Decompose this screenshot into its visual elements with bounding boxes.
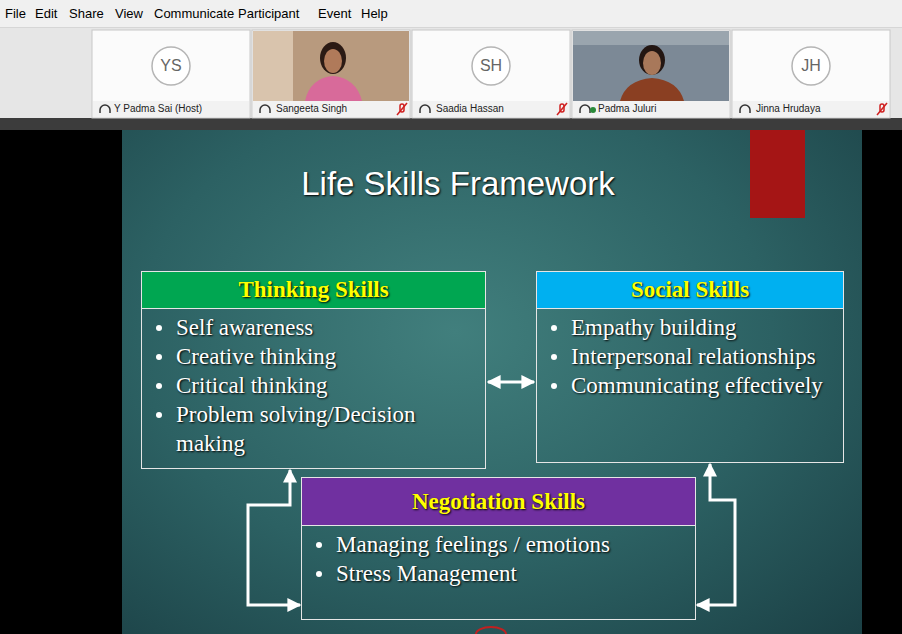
box-header: Negotiation Skills (302, 478, 695, 526)
person-hair (639, 45, 665, 75)
bullet-item: Managing feelings / emotions (310, 530, 685, 559)
participant-tiles (92, 30, 890, 118)
video-wall (253, 31, 293, 101)
box-header: Thinking Skills (142, 272, 485, 309)
menu-item: Event (318, 6, 351, 21)
headphone-icon (100, 105, 110, 113)
menu-item: File (5, 6, 26, 21)
headphone-icon (740, 105, 750, 113)
name-row (93, 101, 249, 117)
bullet-item: Problem solving/Decision making (150, 400, 475, 458)
slide-title: Life Skills Framework (238, 165, 678, 203)
toolbar-band (0, 118, 902, 130)
participant-name: Y Padma Sai (Host) (114, 103, 202, 114)
box-header: Social Skills (537, 272, 843, 309)
person-face (324, 49, 342, 73)
connector-arrow (697, 464, 735, 605)
bullet-item: Interpersonal relationships (545, 342, 833, 371)
bullet-item: Communicating effectively (545, 371, 833, 400)
box-body: Empathy buildingInterpersonal relationsh… (537, 309, 843, 408)
participant-name: Jinna Hrudaya (756, 103, 820, 114)
bullet-item: Stress Management (310, 559, 685, 588)
skill-box: Social SkillsEmpathy buildingInterperson… (536, 271, 844, 463)
menu-item: Help (361, 6, 388, 21)
bullet-item: Empathy building (545, 313, 833, 342)
video-wall (573, 31, 729, 45)
speaking-icon (590, 107, 596, 113)
tile (92, 30, 250, 118)
avatar-circle (472, 47, 510, 85)
muted-mic-icon (397, 103, 887, 115)
avatar-initials: SH (471, 57, 511, 75)
avatar-initials: JH (791, 57, 831, 75)
person-body (620, 78, 684, 101)
connector-arrow (248, 470, 300, 605)
person-body (305, 76, 362, 101)
bullet-item: Critical thinking (150, 371, 475, 400)
connector-arrow (488, 381, 534, 384)
headphone-icon (580, 105, 590, 113)
name-row (733, 101, 889, 117)
person-face (643, 51, 661, 75)
box-body: Self awarenessCreative thinkingCritical … (142, 309, 485, 466)
headphone-icon (260, 105, 270, 113)
menu-item: Edit (35, 6, 57, 21)
skill-box: Thinking SkillsSelf awarenessCreative th… (141, 271, 486, 469)
video-frame (253, 31, 409, 101)
tile (252, 30, 410, 118)
box-heading: Negotiation Skills (406, 487, 591, 517)
avatar-circle (152, 47, 190, 85)
skill-box: Negotiation SkillsManaging feelings / em… (301, 477, 696, 620)
video-frame (573, 31, 729, 101)
name-row (253, 101, 409, 117)
menu-item: Communicate (154, 6, 234, 21)
participant-name: Saadia Hassan (436, 103, 504, 114)
bullet-item: Creative thinking (150, 342, 475, 371)
avatar-circle (792, 47, 830, 85)
bullet-item: Self awareness (150, 313, 475, 342)
headphone-icon (420, 105, 430, 113)
box-heading: Social Skills (625, 275, 755, 305)
box-body: Managing feelings / emotionsStress Manag… (302, 526, 695, 596)
person-hair (320, 42, 346, 74)
avatar-initials: YS (151, 57, 191, 75)
tile (412, 30, 570, 118)
menu-item: Participant (238, 6, 299, 21)
tile (572, 30, 730, 118)
box-heading: Thinking Skills (232, 275, 394, 305)
name-row (573, 101, 729, 117)
tile (732, 30, 890, 118)
slide-accent-arc (476, 627, 506, 634)
menu-item: Share (69, 6, 104, 21)
slide-accent-bar (750, 130, 805, 218)
name-row (413, 101, 569, 117)
menu-item: View (115, 6, 143, 21)
participant-name: Padma Juluri (598, 103, 656, 114)
participant-name: Sangeeta Singh (276, 103, 347, 114)
